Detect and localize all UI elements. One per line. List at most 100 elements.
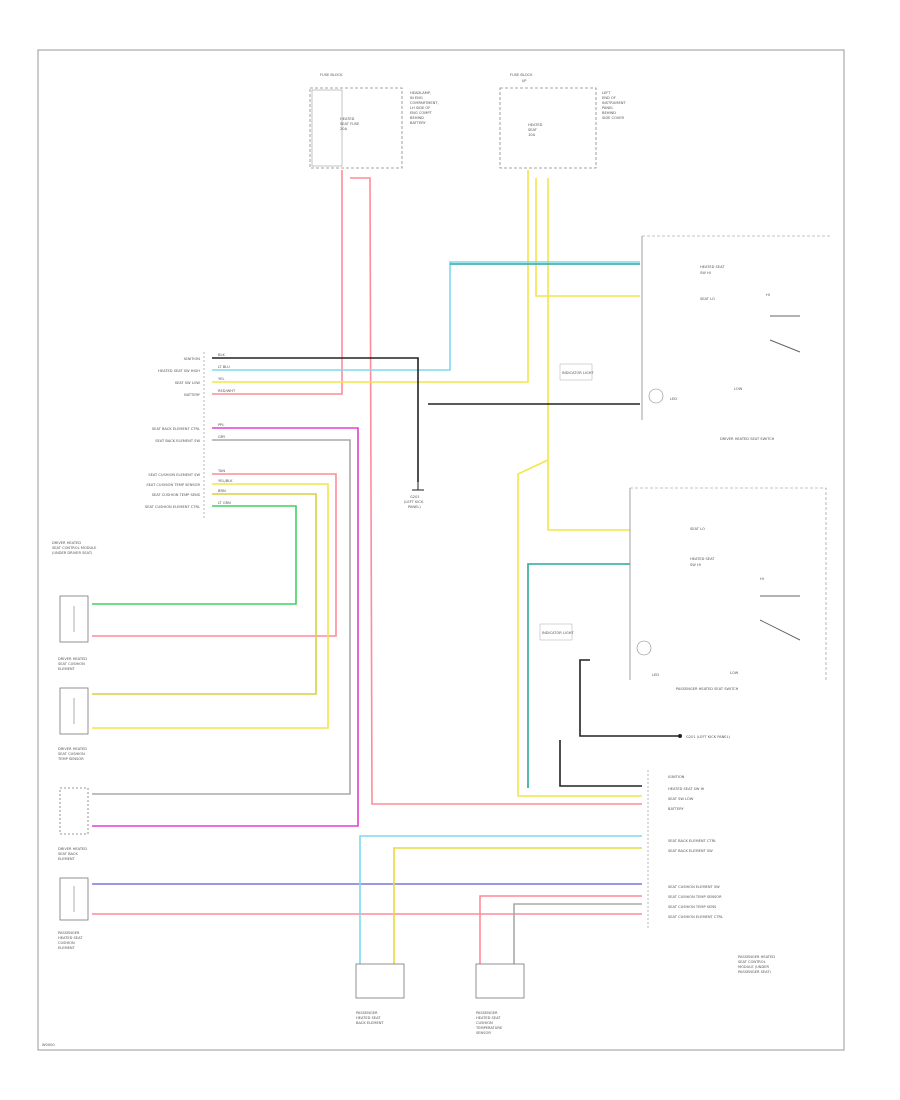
passenger-temp-sensor: PASSENGER HEATED SEAT CUSHION TEMPERATUR…	[475, 963, 525, 1035]
wire-pink-4	[479, 895, 642, 964]
ps-label-2: SW HI	[690, 563, 701, 567]
indicator-light-passenger: INDICATOR LIGHT	[539, 623, 574, 641]
pm-pin2-0: SEAT BACK ELEMENT CTRL	[668, 839, 716, 843]
fuse-note-1: IN ENG	[410, 96, 423, 100]
fuse-block-headlamp: FUSE BLOCK HEATED SEAT FUSE 20A HEADLAMP…	[309, 73, 439, 169]
ds-label-0: HEATED SEAT	[700, 265, 725, 269]
svg-text:G201 (LEFT KICK PANEL): G201 (LEFT KICK PANEL)	[686, 735, 731, 739]
svg-text:SEAT CUSHION: SEAT CUSHION	[58, 662, 85, 666]
wire-black-4	[559, 740, 642, 787]
fuse-note-5: BEHIND	[410, 116, 424, 120]
svg-text:TEMPERATURE: TEMPERATURE	[475, 1026, 503, 1030]
pm-name-1: SEAT CONTROL	[738, 960, 766, 964]
wire-black-3	[579, 659, 680, 737]
wl-lt-grn: LT GRN	[218, 501, 231, 505]
dm-pin-2: SEAT SW LOW	[175, 381, 201, 385]
dm-name-2: (UNDER DRIVER SEAT)	[52, 551, 93, 555]
fuse-note-2: COMPARTMENT,	[410, 101, 439, 105]
svg-text:G201: G201	[410, 495, 420, 499]
ground-g201: G201 (LEFT KICK PANEL)	[404, 482, 424, 509]
diagram-frame	[37, 49, 845, 1051]
wl-yel-blk: YEL/BLK	[218, 479, 233, 483]
svg-text:DRIVER HEATED: DRIVER HEATED	[58, 657, 87, 661]
svg-text:(LEFT KICK: (LEFT KICK	[404, 500, 424, 504]
fuse-label-1: HEATED	[340, 117, 355, 121]
wl-ltblu: LT BLU	[218, 365, 230, 369]
wire-black-1	[212, 357, 419, 482]
fuse-label-3: 20A	[340, 127, 348, 131]
svg-text:PANEL): PANEL)	[408, 505, 421, 509]
wire-olive-1	[92, 493, 317, 695]
ps-led: LED	[652, 673, 659, 677]
fuse2-label-2: SEAT	[528, 128, 538, 132]
wire-yellow-2	[535, 178, 640, 297]
svg-text:HEATED SEAT: HEATED SEAT	[356, 1016, 381, 1020]
fuse-note-4: ENG COMPT	[410, 111, 432, 115]
ds-name: DRIVER HEATED SEAT SWITCH	[720, 437, 775, 441]
fuse-block2-sub: I/P	[522, 79, 527, 83]
svg-text:ELEMENT: ELEMENT	[58, 857, 76, 861]
dm-pin2-0: SEAT BACK ELEMENT CTRL	[152, 427, 200, 431]
driver-heated-seat-switch: HEATED SEAT SW HI HI SEAT LO LOW DRIVER …	[641, 235, 830, 441]
ds-label-3: SEAT LO	[700, 297, 715, 301]
svg-text:PASSENGER: PASSENGER	[58, 931, 80, 935]
fuse-label-2: SEAT FUSE	[340, 122, 360, 126]
svg-text:PASSENGER: PASSENGER	[476, 1011, 498, 1015]
fuse2-label-3: 10A	[528, 133, 536, 137]
pm-name-2: MODULE (UNDER	[738, 965, 770, 969]
svg-text:INDICATOR LIGHT: INDICATOR LIGHT	[542, 631, 574, 635]
fuse-note-0: HEADLAMP,	[410, 91, 431, 95]
indicator-light-driver: INDICATOR LIGHT	[559, 363, 594, 381]
ds-label-4: LOW	[734, 387, 743, 391]
wires	[92, 170, 680, 964]
dm-pin-1: HEATED SEAT SW HIGH	[158, 369, 200, 373]
dm-pin3-0: SEAT CUSHION ELEMENT SW	[148, 473, 200, 477]
dm-name-1: SEAT CONTROL MODULE	[52, 546, 97, 550]
fuse-block-title: FUSE BLOCK	[320, 73, 343, 77]
ps-label-4: LOW	[730, 671, 739, 675]
driver-seat-temp-sensor: DRIVER HEATED SEAT CUSHION TEMP SENSOR	[57, 687, 89, 761]
pm-pin-1: HEATED SEAT SW HI	[668, 787, 704, 791]
dm-pin3-1: SEAT CUSHION TEMP SENSOR	[146, 483, 200, 487]
wire-yellow-ign	[212, 170, 529, 383]
pm-pin3-1: SEAT CUSHION TEMP SENSOR	[668, 895, 722, 899]
wire-cyan-1	[212, 261, 640, 371]
fuse2-label-1: HEATED	[528, 123, 543, 127]
ground-g201-passenger: G201 (LEFT KICK PANEL)	[678, 734, 731, 739]
wl-tan: TAN	[217, 469, 225, 473]
dm-pin-3: BATTERY	[184, 393, 201, 397]
passenger-module: IGNITION HEATED SEAT SW HI SEAT SW LOW B…	[647, 770, 775, 974]
wire-green-1	[92, 505, 297, 605]
fuse2-note-1: END OF	[602, 96, 616, 100]
passenger-back-element: PASSENGER HEATED SEAT BACK ELEMENT	[355, 963, 405, 1025]
svg-text:INDICATOR LIGHT: INDICATOR LIGHT	[562, 371, 594, 375]
pm-pin3-3: SEAT CUSHION ELEMENT CTRL	[668, 915, 723, 919]
wire-gray-2	[513, 903, 642, 964]
fuse-note-6: BATTERY	[410, 121, 427, 125]
wire-yellow-3	[547, 178, 630, 531]
svg-text:HEATED SEAT: HEATED SEAT	[58, 936, 83, 940]
pm-pin-0: IGNITION	[668, 775, 685, 779]
pm-pin-3: BATTERY	[668, 807, 685, 811]
fuse2-note-2: INSTRUMENT	[602, 101, 626, 105]
wire-teal-2	[527, 563, 630, 788]
ps-label-0: SEAT LO	[690, 527, 705, 531]
wire-yellow-5	[92, 483, 329, 729]
fuse2-note-3: PANEL	[602, 106, 613, 110]
pm-pin2-1: SEAT BACK ELEMENT SW	[668, 849, 713, 853]
svg-text:CUSHION: CUSHION	[476, 1021, 493, 1025]
svg-text:SEAT BACK: SEAT BACK	[58, 852, 78, 856]
svg-text:CUSHION: CUSHION	[58, 941, 75, 945]
svg-text:DRIVER HEATED: DRIVER HEATED	[58, 747, 87, 751]
wl-red-wht: RED/WHT	[218, 389, 236, 393]
ps-name: PASSENGER HEATED SEAT SWITCH	[676, 687, 739, 691]
ds-led: LED	[670, 397, 677, 401]
wl-gry: GRY	[218, 435, 226, 439]
svg-text:BACK ELEMENT: BACK ELEMENT	[356, 1021, 384, 1025]
wire-magenta-1	[92, 427, 359, 827]
driver-seat-cushion-element: DRIVER HEATED SEAT CUSHION ELEMENT	[58, 595, 89, 671]
passenger-seat-cushion-element: PASSENGER HEATED SEAT CUSHION ELEMENT	[58, 877, 89, 950]
fuse2-note-4: BEHIND	[602, 111, 616, 115]
driver-wire-labels: BLK LT BLU YEL RED/WHT PPL GRY TAN YEL/B…	[217, 353, 236, 505]
